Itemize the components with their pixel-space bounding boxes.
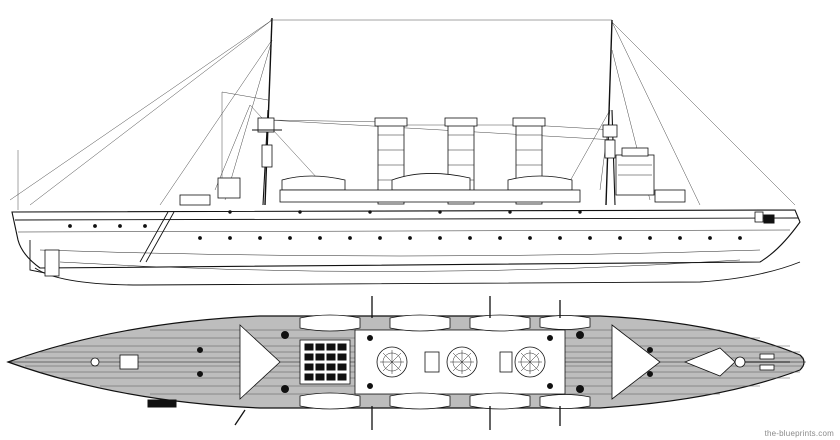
side-elevation-view — [9, 17, 801, 286]
watermark: the-blueprints.com — [764, 429, 834, 438]
lifeboats — [299, 314, 591, 410]
deck-guns — [197, 331, 653, 393]
mainmast — [602, 19, 618, 206]
bow-details — [734, 353, 790, 371]
plan-view — [6, 296, 806, 430]
portholes — [68, 210, 742, 240]
stern-details — [90, 354, 139, 370]
superstructure — [179, 147, 686, 206]
funnel-tops — [376, 346, 546, 378]
hull-side — [11, 209, 801, 286]
gun-barrels — [234, 296, 561, 430]
grating — [304, 343, 347, 381]
foremast — [252, 17, 282, 206]
